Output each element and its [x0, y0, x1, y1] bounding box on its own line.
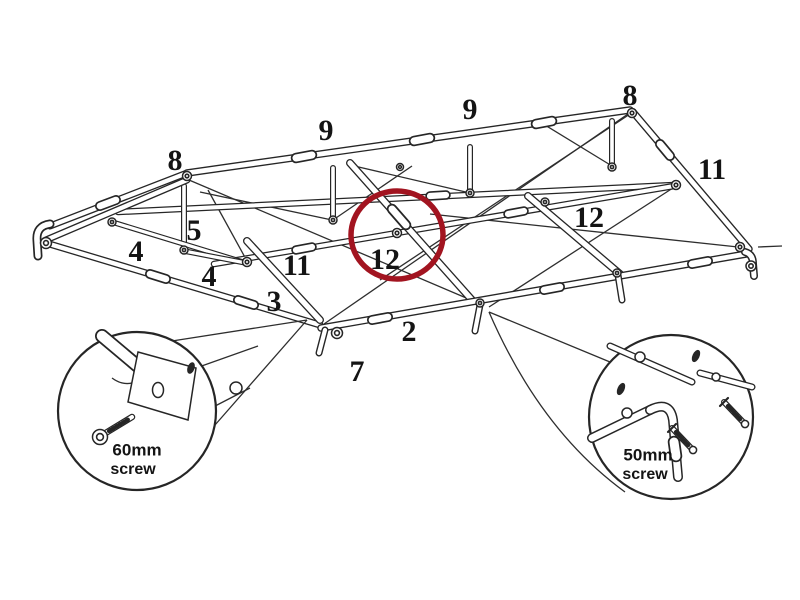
left-callout-size-label: 60mm: [112, 440, 162, 460]
part-label-4-lower: 4: [201, 260, 217, 293]
left-callout-screw-60mm: [91, 413, 136, 446]
left-callout-joint-drawing: [95, 329, 197, 421]
part-label-8-right: 8: [622, 79, 638, 112]
left-callout-leader-bottom: [214, 319, 308, 426]
right-callout-screw-50mm-a: [666, 422, 698, 455]
part-label-9-right: 9: [462, 93, 478, 126]
part-label-12-right: 12: [574, 201, 604, 234]
right-detail-callout: [488, 311, 756, 501]
left-callout-bracket-hole: [229, 381, 243, 395]
part-label-5: 5: [186, 214, 202, 247]
right-callout-leader-bottom: [488, 311, 626, 493]
left-callout-word-label: screw: [110, 461, 156, 478]
right-callout-size-label: 50mm: [623, 445, 673, 465]
part-label-3: 3: [266, 285, 282, 318]
left-callout-leader-top: [171, 319, 308, 342]
part-label-11-right: 11: [697, 153, 727, 186]
part-label-7: 7: [349, 355, 365, 388]
right-callout-leader-top: [488, 311, 611, 363]
right-callout-screw-50mm-b: [718, 396, 750, 429]
bolt-joints: [39, 107, 757, 340]
part-label-2: 2: [401, 315, 417, 348]
part-label-8-left: 8: [167, 144, 183, 177]
red-highlight-circle: [348, 188, 446, 282]
part-label-12-circled: 12: [370, 243, 400, 276]
part-label-9-left: 9: [318, 114, 334, 147]
part-label-11-left: 11: [282, 249, 312, 282]
right-callout-joint-drawing: [587, 342, 756, 482]
left-detail-callout: [56, 319, 308, 492]
right-callout-word-label: screw: [622, 466, 668, 483]
tube-sleeves: [95, 115, 713, 325]
part-label-4-upper: 4: [128, 235, 144, 268]
